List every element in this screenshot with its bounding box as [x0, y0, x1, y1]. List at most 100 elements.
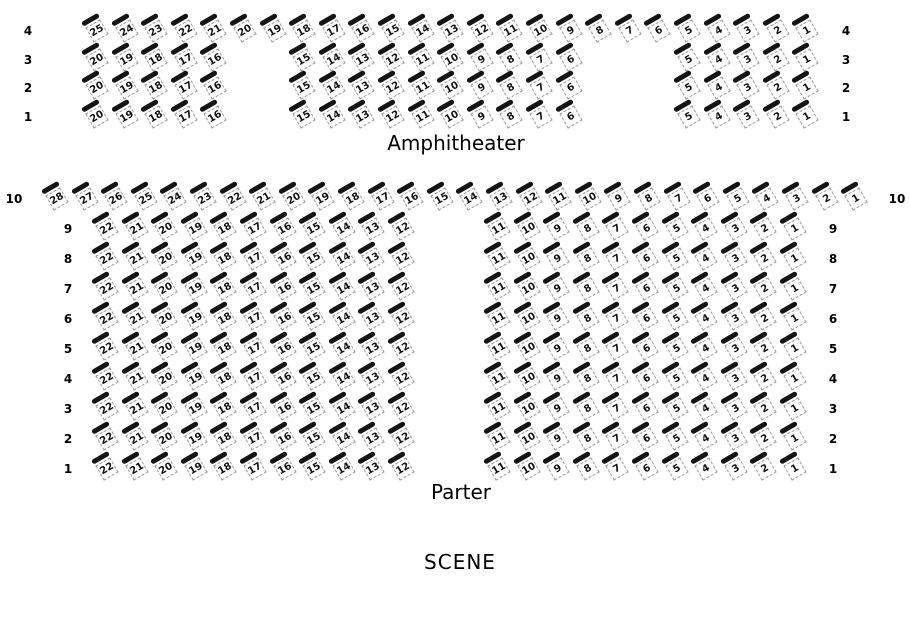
seat[interactable]: 6: [631, 210, 659, 241]
seat[interactable]: 3: [719, 240, 748, 271]
seat[interactable]: 12: [514, 180, 543, 211]
seat[interactable]: 8: [571, 420, 600, 451]
seat[interactable]: 20: [150, 270, 178, 301]
seat[interactable]: 13: [357, 270, 386, 301]
seat[interactable]: 11: [544, 180, 572, 211]
seat[interactable]: 11: [483, 420, 511, 451]
seat[interactable]: 14: [327, 330, 356, 361]
seat[interactable]: 9: [603, 180, 632, 211]
seat[interactable]: 17: [239, 360, 267, 391]
seat[interactable]: 4: [751, 180, 780, 211]
seat[interactable]: 8: [571, 270, 600, 301]
seat[interactable]: 22: [91, 270, 119, 301]
seat[interactable]: 11: [483, 210, 511, 241]
seat[interactable]: 5: [660, 450, 689, 481]
seat[interactable]: 8: [571, 330, 600, 361]
seat[interactable]: 17: [239, 270, 267, 301]
seat[interactable]: 14: [327, 300, 356, 331]
seat[interactable]: 8: [571, 300, 600, 331]
seat[interactable]: 9: [542, 330, 570, 361]
seat[interactable]: 13: [357, 210, 386, 241]
seat[interactable]: 8: [571, 390, 600, 421]
seat[interactable]: 10: [512, 360, 541, 391]
seat[interactable]: 1: [840, 180, 868, 211]
seat[interactable]: 10: [512, 210, 541, 241]
seat[interactable]: 15: [298, 240, 326, 271]
seat[interactable]: 21: [248, 180, 276, 211]
seat[interactable]: 13: [357, 390, 386, 421]
seat[interactable]: 2: [749, 450, 778, 481]
seat[interactable]: 15: [298, 450, 326, 481]
seat[interactable]: 7: [601, 330, 630, 361]
seat[interactable]: 4: [690, 240, 718, 271]
seat[interactable]: 9: [542, 270, 570, 301]
seat[interactable]: 4: [690, 390, 718, 421]
seat[interactable]: 15: [298, 360, 326, 391]
seat[interactable]: 4: [690, 270, 718, 301]
seat[interactable]: 7: [601, 360, 630, 391]
seat[interactable]: 6: [692, 180, 720, 211]
seat[interactable]: 22: [91, 330, 119, 361]
seat[interactable]: 12: [387, 300, 415, 331]
seat[interactable]: 28: [41, 180, 69, 211]
seat[interactable]: 6: [631, 270, 659, 301]
seat[interactable]: 20: [150, 390, 178, 421]
seat[interactable]: 14: [455, 180, 484, 211]
seat[interactable]: 14: [327, 420, 356, 451]
seat[interactable]: 2: [749, 420, 778, 451]
seat[interactable]: 11: [483, 330, 511, 361]
seat[interactable]: 11: [483, 240, 511, 271]
seat[interactable]: 4: [690, 360, 718, 391]
seat[interactable]: 3: [719, 210, 748, 241]
seat[interactable]: 15: [425, 180, 454, 211]
seat[interactable]: 19: [179, 300, 208, 331]
seat[interactable]: 12: [387, 450, 415, 481]
seat[interactable]: 6: [631, 240, 659, 271]
seat[interactable]: 1: [779, 330, 807, 361]
seat[interactable]: 17: [239, 240, 267, 271]
seat[interactable]: 15: [298, 390, 326, 421]
seat[interactable]: 10: [512, 270, 541, 301]
seat[interactable]: 5: [660, 420, 689, 451]
seat[interactable]: 15: [298, 420, 326, 451]
seat[interactable]: 16: [396, 180, 424, 211]
seat[interactable]: 12: [387, 330, 415, 361]
seat[interactable]: 12: [387, 360, 415, 391]
seat[interactable]: 2: [749, 390, 778, 421]
seat[interactable]: 15: [298, 210, 326, 241]
seat[interactable]: 17: [239, 330, 267, 361]
seat[interactable]: 2: [749, 240, 778, 271]
seat[interactable]: 18: [209, 270, 238, 301]
seat[interactable]: 9: [542, 450, 570, 481]
seat[interactable]: 3: [781, 180, 809, 211]
seat[interactable]: 25: [129, 180, 158, 211]
seat[interactable]: 10: [573, 180, 602, 211]
seat[interactable]: 18: [209, 360, 238, 391]
seat[interactable]: 19: [179, 210, 208, 241]
seat[interactable]: 8: [571, 360, 600, 391]
seat[interactable]: 13: [357, 420, 386, 451]
seat[interactable]: 17: [239, 420, 267, 451]
seat[interactable]: 13: [357, 360, 386, 391]
seat[interactable]: 22: [91, 210, 119, 241]
seat[interactable]: 13: [357, 300, 386, 331]
seat[interactable]: 16: [268, 240, 297, 271]
seat[interactable]: 22: [91, 300, 119, 331]
seat[interactable]: 16: [268, 450, 297, 481]
seat[interactable]: 8: [571, 210, 600, 241]
seat[interactable]: 10: [512, 420, 541, 451]
seat[interactable]: 1: [779, 360, 807, 391]
seat[interactable]: 7: [601, 420, 630, 451]
seat[interactable]: 12: [387, 240, 415, 271]
seat[interactable]: 6: [631, 330, 659, 361]
seat[interactable]: 22: [218, 180, 247, 211]
seat[interactable]: 17: [239, 450, 267, 481]
seat[interactable]: 24: [159, 180, 188, 211]
seat[interactable]: 7: [601, 390, 630, 421]
seat[interactable]: 19: [179, 270, 208, 301]
seat[interactable]: 16: [268, 270, 297, 301]
seat[interactable]: 21: [120, 330, 149, 361]
seat[interactable]: 8: [571, 450, 600, 481]
seat[interactable]: 18: [209, 330, 238, 361]
seat[interactable]: 9: [542, 390, 570, 421]
